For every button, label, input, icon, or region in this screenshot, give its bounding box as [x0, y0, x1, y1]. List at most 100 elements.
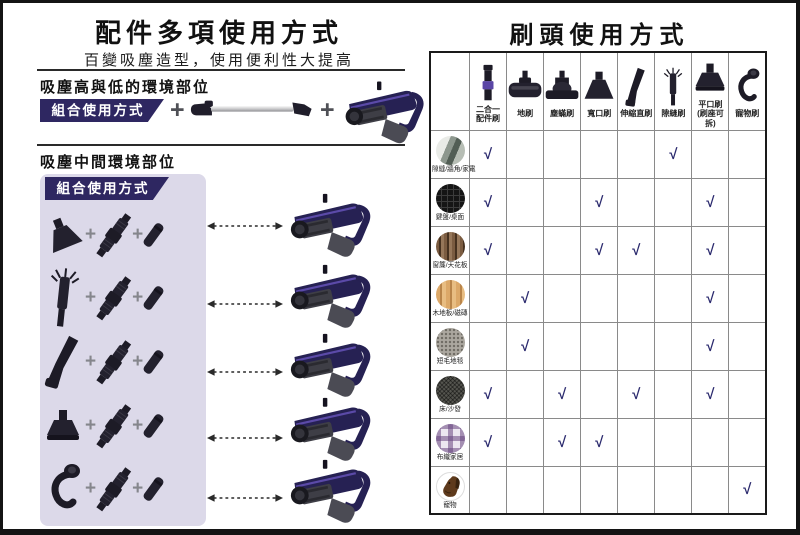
row-label: 隙縫/牆角/家電: [431, 166, 476, 173]
row-label-cell: 布織家居: [429, 417, 470, 467]
check-mark-cell: √: [543, 369, 582, 419]
table-row: 寵物√: [429, 465, 767, 515]
combo-row: ++: [43, 206, 203, 264]
column-header: 地刷: [506, 51, 545, 131]
pet-dog-photo: [435, 471, 465, 501]
check-mark-cell: √: [468, 177, 508, 227]
row-label-cell: 鍵盤/桌面: [429, 177, 470, 227]
check-mark-cell: √: [617, 225, 656, 275]
empty-cell: [728, 321, 767, 371]
empty-cell: [654, 321, 693, 371]
check-mark-cell: √: [468, 417, 508, 467]
empty-cell: [506, 417, 545, 467]
divider: [37, 69, 405, 71]
empty-cell: [543, 225, 582, 275]
section-high-low-heading: 吸塵高與低的環境部位: [40, 79, 211, 96]
column-header: 塵蟎刷: [543, 51, 582, 131]
column-header-label: 二合一 配件刷: [476, 104, 501, 124]
corner-crevice-photo: [435, 136, 465, 166]
empty-cell: [468, 273, 508, 323]
empty-cell: [691, 129, 730, 179]
brush-usage-table: 二合一 配件刷地刷塵蟎刷寬口刷伸縮直刷隙縫刷平口刷 (刷座可拆)寵物刷 隙縫/牆…: [429, 51, 767, 515]
row-label: 床/沙發: [439, 406, 461, 413]
empty-cell: [580, 129, 619, 179]
stick-vacuum-icon: [281, 264, 379, 328]
combo-usage-badge: 組合使用方式: [40, 99, 164, 122]
column-header: 寵物刷: [728, 51, 767, 131]
column-header: 隙縫刷: [654, 51, 693, 131]
empty-cell: [691, 417, 730, 467]
check-mark-cell: √: [691, 177, 730, 227]
empty-cell: [728, 369, 767, 419]
divider: [37, 144, 405, 146]
check-mark-cell: √: [580, 225, 619, 275]
floor-brush-extension-tube-icon: [190, 92, 318, 124]
stick-vacuum-icon: [336, 80, 432, 144]
brush-usage-panel: 刷頭使用方式 二合一 配件刷地刷塵蟎刷寬口刷伸縮直刷隙縫刷平口刷 (刷座可拆)寵…: [427, 7, 797, 532]
empty-cell: [617, 465, 656, 515]
check-mark-cell: √: [654, 129, 693, 179]
sofa-mesh-photo: [435, 376, 465, 406]
combo-row: ++: [43, 397, 203, 455]
bent-extension-wand-icon: [618, 67, 654, 107]
adapter-tube-icon: [140, 474, 167, 504]
check-mark-cell: √: [580, 177, 619, 227]
row-label-cell: 窗簾/天花板: [429, 225, 470, 275]
column-header: 寬口刷: [580, 51, 619, 131]
row-label: 寵物: [443, 502, 457, 509]
empty-cell: [728, 273, 767, 323]
empty-cell: [543, 177, 582, 227]
row-label: 鍵盤/桌面: [435, 214, 465, 221]
empty-cell: [468, 465, 508, 515]
plus-sign: +: [85, 478, 97, 500]
adapter-tube-icon: [140, 347, 167, 377]
combo-row: ++: [43, 333, 203, 391]
accessory-usage-panel: 配件多項使用方式 百變吸塵造型，使用便利性大提高 吸塵高與低的環境部位 組合使用…: [9, 7, 429, 532]
plus-sign: +: [85, 414, 97, 436]
table-row: 短毛地毯√√: [429, 321, 767, 371]
row-label-cell: 寵物: [429, 465, 470, 515]
usage-table-body: 隙縫/牆角/家電√√鍵盤/桌面√√√窗簾/天花板√√√√木地板/磁磚√√短毛地毯…: [429, 129, 767, 515]
flat-mouth-brush-icon: [692, 58, 728, 98]
column-header: 平口刷 (刷座可拆): [691, 51, 730, 131]
empty-cell: [580, 369, 619, 419]
table-row: 窗簾/天花板√√√√: [429, 225, 767, 275]
empty-cell: [468, 321, 508, 371]
check-mark-cell: √: [691, 369, 730, 419]
check-mark-cell: √: [468, 369, 508, 419]
empty-cell: [654, 369, 693, 419]
row-label: 短毛地毯: [436, 358, 464, 365]
empty-cell: [654, 225, 693, 275]
two-in-one-brush-icon: [470, 63, 506, 103]
row-label: 窗簾/天花板: [432, 262, 468, 269]
pet-dog-icon: [438, 474, 462, 498]
check-mark-cell: √: [468, 225, 508, 275]
floor-brush-icon: [507, 67, 543, 107]
mite-brush-icon: [544, 67, 580, 107]
combo-row: ++: [43, 460, 203, 518]
plus-sign: +: [170, 96, 185, 124]
table-row: 木地板/磁磚√√: [429, 273, 767, 323]
empty-cell: [506, 129, 545, 179]
table-row: 布織家居√√√: [429, 417, 767, 467]
column-header: 二合一 配件刷: [468, 51, 508, 131]
left-panel-title: 配件多項使用方式: [94, 18, 343, 48]
plus-sign: +: [320, 96, 335, 124]
curtain-photo: [435, 232, 465, 262]
wood-floor-photo: [435, 280, 465, 310]
dashed-double-arrow-icon: [207, 299, 283, 309]
dashed-double-arrow-icon: [207, 433, 283, 443]
row-label-cell: 木地板/磁磚: [429, 273, 470, 323]
plus-sign: +: [85, 350, 97, 372]
left-panel-subtitle: 百變吸塵造型，使用便利性大提高: [83, 52, 354, 69]
section-middle-heading: 吸塵中間環境部位: [40, 154, 177, 171]
empty-cell: [580, 321, 619, 371]
dashed-double-arrow-icon: [207, 367, 283, 377]
empty-cell: [506, 177, 545, 227]
table-row: 鍵盤/桌面√√√: [429, 177, 767, 227]
stick-vacuum-icon: [281, 459, 379, 523]
row-label-cell: 短毛地毯: [429, 321, 470, 371]
crevice-long-brush-icon: [655, 67, 691, 107]
right-panel-title: 刷頭使用方式: [509, 22, 690, 49]
combo-row: ++: [43, 269, 203, 327]
